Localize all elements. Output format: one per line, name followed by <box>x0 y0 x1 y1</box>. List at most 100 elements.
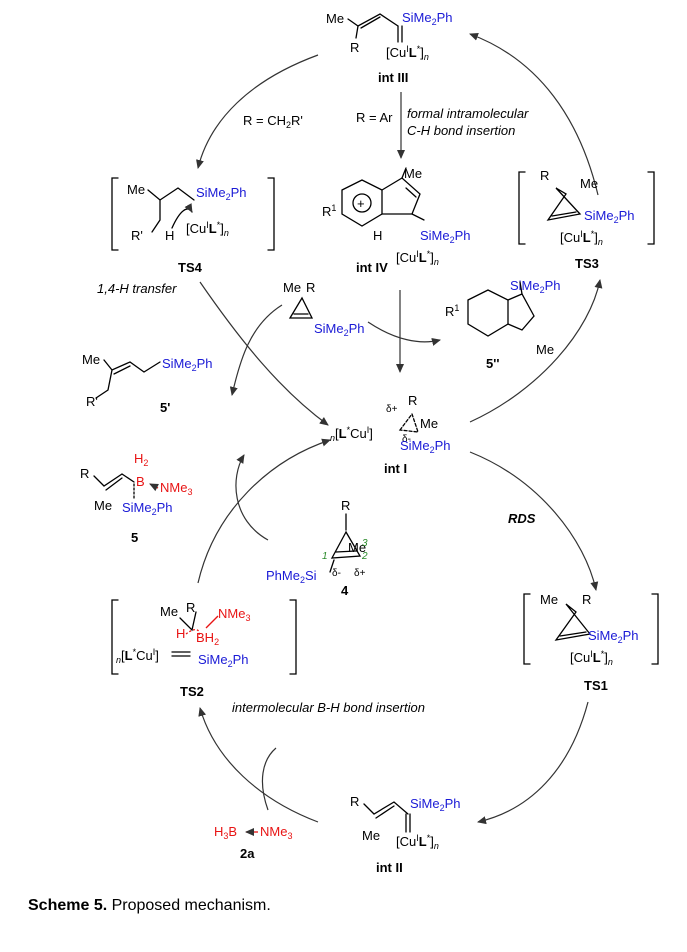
bond <box>375 805 395 819</box>
nme3-group: NMe3 <box>218 606 250 623</box>
benzene-ring <box>467 289 509 337</box>
bond <box>360 16 381 29</box>
arrow-to-5pp <box>367 321 441 346</box>
dative-bond <box>149 483 159 492</box>
bracket-right <box>647 171 655 245</box>
simephs-group: SiMe2Ph <box>162 356 213 373</box>
simephs-group: SiMe2Ph <box>196 185 247 202</box>
simephs-group: SiMe2Ph <box>584 208 635 225</box>
arrow-labels: R = CH2R' R = Ar formal intramolecular C… <box>97 106 536 715</box>
figure-caption: Scheme 5. Proposed mechanism. <box>28 897 271 915</box>
ring <box>288 296 314 319</box>
bond <box>329 559 335 573</box>
species-int-iv: + Me R1 H SiMe2Ph [CuIL*]n int IV <box>322 166 471 275</box>
ts2-label: TS2 <box>180 684 204 699</box>
me-group: Me <box>580 176 598 191</box>
arrow-2a-in <box>261 747 277 811</box>
bond <box>121 473 135 483</box>
h-atom: H <box>373 228 382 243</box>
species-5: R Me H2 B NMe3 SiMe2Ph 5 <box>80 451 192 545</box>
bond <box>93 473 123 487</box>
simephs-group: SiMe2Ph <box>314 321 365 338</box>
species-int-ii: R Me SiMe2Ph [CuIL*]n int II <box>350 794 461 875</box>
simephs-group: SiMe2Ph <box>400 438 451 455</box>
me-group: Me <box>94 498 112 513</box>
arrow-ts3-to-intiii <box>469 33 599 196</box>
bond <box>401 167 407 179</box>
species-int-i: n[L*CuI] R Me δ+ δ- SiMe2Ph int I <box>330 393 451 476</box>
r-group: R <box>341 498 350 513</box>
ts3-label: TS3 <box>575 256 599 271</box>
locant-2: 2 <box>361 551 368 562</box>
me-group: Me <box>82 352 100 367</box>
cu-complex: [CuIL*]n <box>186 220 229 238</box>
r-group: R <box>540 168 549 183</box>
bond <box>405 813 411 833</box>
ts1-label: TS1 <box>584 678 608 693</box>
bond <box>363 801 409 815</box>
arrow-4-to-cycle <box>235 454 269 541</box>
bond <box>355 25 359 39</box>
2a-label: 2a <box>240 846 255 861</box>
species-4: R Me 3 2 1 PhMe2Si δ- δ+ 4 <box>266 498 368 598</box>
arrow-ts1-to-intii <box>477 701 589 825</box>
bond <box>335 550 357 553</box>
r-group: R <box>582 592 591 607</box>
arrow-to-5p <box>229 304 283 396</box>
simephs-group: SiMe2Ph <box>402 10 453 27</box>
simephs-group: SiMe2Ph <box>588 628 639 645</box>
bond <box>147 187 195 201</box>
r-group: R <box>350 40 359 55</box>
bh-insertion-label: intermolecular B-H bond insertion <box>232 700 425 715</box>
ts-bond <box>185 629 200 639</box>
cyclopropene <box>546 187 582 221</box>
bracket-right <box>289 599 297 675</box>
simephs-group: SiMe2Ph <box>410 796 461 813</box>
species-int-iii: Me R SiMe2Ph [CuIL*]n int III <box>326 10 453 85</box>
5p-label: 5' <box>160 400 170 415</box>
boron-atom: B <box>136 474 145 489</box>
rp-group: R' <box>86 394 98 409</box>
me-group: Me <box>536 342 554 357</box>
cu-complex: [CuIL*]n <box>396 249 439 267</box>
arrow-intiii-to-ts4 <box>196 54 319 169</box>
species-ts2: Me R NMe3 H BH2 n[L*CuI] SiMe2Ph TS2 <box>111 599 297 699</box>
5-label: 5 <box>131 530 138 545</box>
bond <box>559 631 587 637</box>
bracket-left <box>111 599 119 675</box>
dative-bond <box>205 615 219 629</box>
r1-group: R1 <box>445 303 459 319</box>
cu-complex: [CuIL*]n <box>386 44 429 62</box>
delta-plus: δ+ <box>386 404 398 415</box>
cyclopropene-reagent: Me R SiMe2Ph <box>283 280 365 338</box>
r-group: R <box>350 794 359 809</box>
h2-group: H2 <box>134 451 148 468</box>
bond <box>95 369 113 399</box>
bond <box>103 359 161 373</box>
delta-plus: δ+ <box>354 568 366 579</box>
bond <box>105 477 123 491</box>
locant-3: 3 <box>362 538 368 549</box>
h3b-group: H3B <box>214 824 237 841</box>
delta-minus: δ- <box>332 568 341 579</box>
me-group: Me <box>348 540 366 555</box>
bond <box>411 213 425 221</box>
bh2-group: BH2 <box>196 630 219 647</box>
simephs-group: SiMe2Ph <box>420 228 471 245</box>
nme3-group: NMe3 <box>260 824 292 841</box>
caption-text: Proposed mechanism. <box>107 897 271 914</box>
species-5p: Me R' SiMe2Ph 5' <box>82 352 213 415</box>
r-group: R <box>306 280 315 295</box>
simephs-group: SiMe2Ph <box>510 278 561 295</box>
r-group: R <box>80 466 89 481</box>
phme2si-group: PhMe2Si <box>266 568 317 585</box>
ring <box>398 412 419 433</box>
me-group: Me <box>160 604 178 619</box>
int-i-label: int I <box>384 461 407 476</box>
bond <box>519 281 523 295</box>
cycle-arrows <box>196 33 603 825</box>
arrow-ts2-to-inti <box>197 438 331 584</box>
bracket-left <box>111 177 119 251</box>
bond <box>347 13 399 27</box>
